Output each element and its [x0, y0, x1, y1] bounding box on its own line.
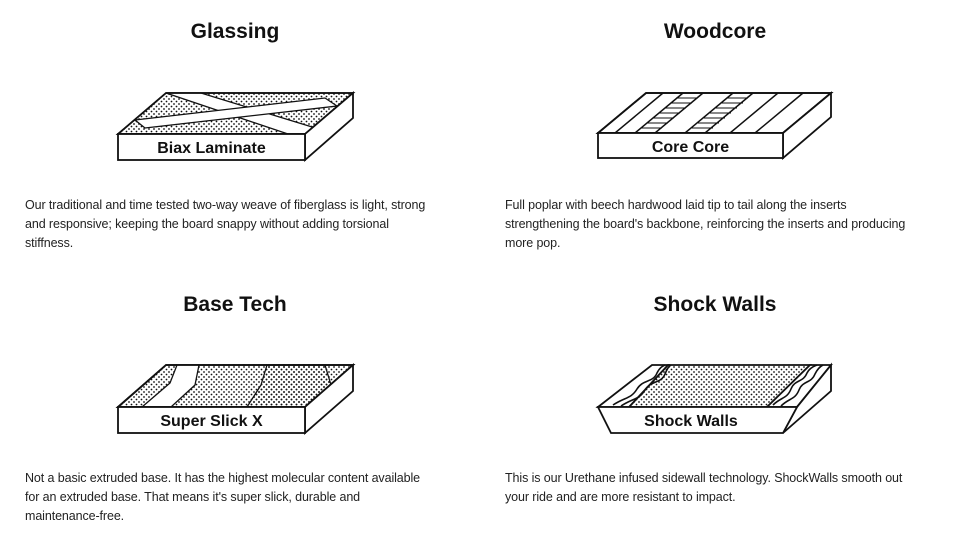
feature-title: Base Tech	[183, 293, 287, 316]
biax-laminate-illustration: Biax Laminate	[115, 91, 356, 162]
feature-description: Not a basic extruded base. It has the hi…	[25, 471, 421, 523]
feature-title: Shock Walls	[653, 293, 777, 316]
shock-walls-illustration: Shock Walls	[595, 362, 833, 434]
super-slick-x-illustration: Super Slick X	[115, 363, 356, 435]
feature-card-base-tech: Base Tech Super Slick X Not a basic extr…	[25, 273, 465, 533]
feature-description: This is our Urethane infused sidewall te…	[505, 471, 903, 504]
feature-description: Full poplar with beech hardwood laid tip…	[505, 198, 906, 250]
illustration-label: Core Core	[652, 139, 729, 156]
feature-card-shock-walls: Shock Walls Shock Walls This is our Uret…	[505, 273, 945, 533]
illustration-label: Biax Laminate	[157, 140, 266, 157]
feature-title: Woodcore	[663, 20, 767, 43]
feature-description: Our traditional and time tested two-way …	[25, 198, 426, 250]
illustration-label: Shock Walls	[644, 413, 738, 430]
feature-title: Glassing	[190, 20, 280, 43]
feature-card-woodcore: Woodcore Core Core	[505, 0, 945, 260]
illustration-label: Super Slick X	[160, 413, 263, 430]
feature-card-glassing: Glassing Biax Laminate Our traditional a…	[25, 0, 465, 260]
core-core-illustration: Core Core	[595, 91, 834, 160]
